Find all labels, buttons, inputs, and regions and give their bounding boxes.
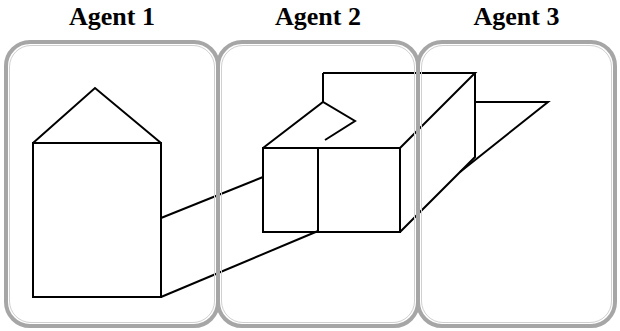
agent-heading: Agent 2 [220, 2, 416, 32]
small-box-front [263, 148, 318, 232]
agent-region: Agent 2 [216, 40, 420, 328]
agent-region: Agent 1 [4, 40, 220, 328]
roof-outline [33, 88, 161, 143]
wall-outline [33, 143, 161, 297]
roof-piece [263, 102, 355, 148]
large-box-front [318, 148, 400, 232]
perspective-line [161, 231, 318, 297]
agent-region: Agent 3 [416, 40, 617, 328]
box-right-face [400, 73, 475, 232]
agent-heading: Agent 1 [8, 2, 216, 32]
roof-side-triangle [460, 102, 548, 172]
box-back-edge [322, 73, 324, 103]
perspective-line [161, 177, 263, 218]
box-top-face [323, 73, 475, 148]
agent-heading: Agent 3 [420, 2, 613, 32]
